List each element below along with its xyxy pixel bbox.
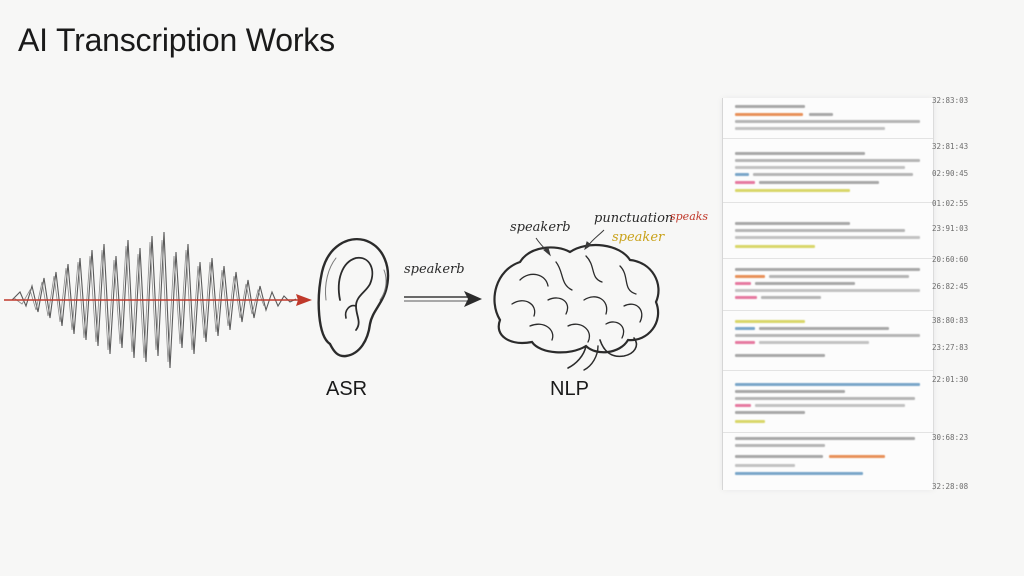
transcript-line — [735, 282, 751, 285]
input-arrow — [4, 294, 312, 306]
timestamp: 30:68:23 — [932, 433, 969, 442]
timestamp: 20:60:60 — [932, 255, 969, 264]
timestamp: 01:02:55 — [932, 199, 969, 208]
timestamp: 23:91:03 — [932, 224, 969, 233]
transcript-line — [735, 120, 920, 123]
transcript-divider — [723, 432, 933, 433]
transcript-line — [735, 472, 863, 475]
brain-annotation-speaker: speakerb — [510, 220, 571, 235]
transcript-line — [735, 113, 803, 116]
transcript-line — [735, 229, 905, 232]
timestamp: 26:82:45 — [932, 282, 969, 291]
transcript-line — [735, 173, 749, 176]
process-arrow — [404, 291, 482, 307]
ear-annotation: speakerb — [404, 262, 465, 277]
transcript-line — [755, 282, 855, 285]
transcript-line — [735, 245, 815, 248]
brain-annotation-speaks: speaks — [670, 210, 709, 223]
transcript-line — [735, 166, 905, 169]
transcript-line — [735, 464, 795, 467]
timestamp: 22:01:30 — [932, 375, 969, 384]
annotation-arrows — [535, 229, 605, 257]
transcript-line — [735, 127, 885, 130]
transcript-line — [735, 411, 805, 414]
transcript-line — [761, 296, 821, 299]
transcript-line — [735, 296, 757, 299]
brain-annotation-punctuation: punctuation — [594, 211, 674, 226]
transcript-line — [759, 341, 869, 344]
timestamp: 32:83:03 — [932, 96, 969, 105]
transcript-divider — [723, 138, 933, 139]
timestamp: 38:80:83 — [932, 316, 969, 325]
transcript-line — [735, 181, 755, 184]
transcript-line — [759, 181, 879, 184]
nlp-label: NLP — [550, 378, 589, 400]
brain-icon — [493, 244, 660, 371]
transcript-line — [735, 404, 751, 407]
asr-label: ASR — [326, 378, 368, 400]
transcript-line — [735, 159, 920, 162]
transcript-line — [735, 320, 805, 323]
transcript-line — [735, 341, 755, 344]
transcript-line — [735, 189, 850, 192]
transcript-line — [735, 420, 765, 423]
transcript-line — [809, 113, 833, 116]
transcript-line — [735, 437, 915, 440]
timestamp: 32:81:43 — [932, 142, 969, 151]
transcript-divider — [723, 258, 933, 259]
timestamp: 23:27:83 — [932, 343, 969, 352]
transcript-line — [769, 275, 909, 278]
transcript-line — [735, 327, 755, 330]
transcript-line — [735, 444, 825, 447]
transcript-line — [735, 354, 825, 357]
transcript-line — [753, 173, 913, 176]
brain-annotation-speaker-2: speaker — [612, 230, 665, 245]
transcript-line — [735, 390, 845, 393]
transcript-line — [735, 152, 865, 155]
page-title: AI Transcription Works — [18, 22, 335, 58]
transcript-line — [829, 455, 885, 458]
timestamp: 02:90:45 — [932, 169, 969, 178]
transcript-line — [759, 327, 889, 330]
transcript-line — [735, 236, 920, 239]
transcript-line — [735, 289, 920, 292]
transcript-line — [735, 275, 765, 278]
transcript-divider — [723, 202, 933, 203]
transcript-line — [735, 383, 920, 386]
transcript-line — [755, 404, 905, 407]
transcript-document — [722, 98, 934, 490]
transcript-divider — [723, 310, 933, 311]
transcript-line — [735, 455, 823, 458]
transcript-line — [735, 268, 920, 271]
transcript-line — [735, 334, 920, 337]
transcript-line — [735, 105, 805, 108]
timestamp: 32:28:08 — [932, 482, 969, 491]
transcript-line — [735, 222, 850, 225]
sound-waveform — [11, 231, 297, 369]
ear-icon — [317, 237, 390, 358]
transcript-divider — [723, 370, 933, 371]
transcript-line — [735, 397, 915, 400]
